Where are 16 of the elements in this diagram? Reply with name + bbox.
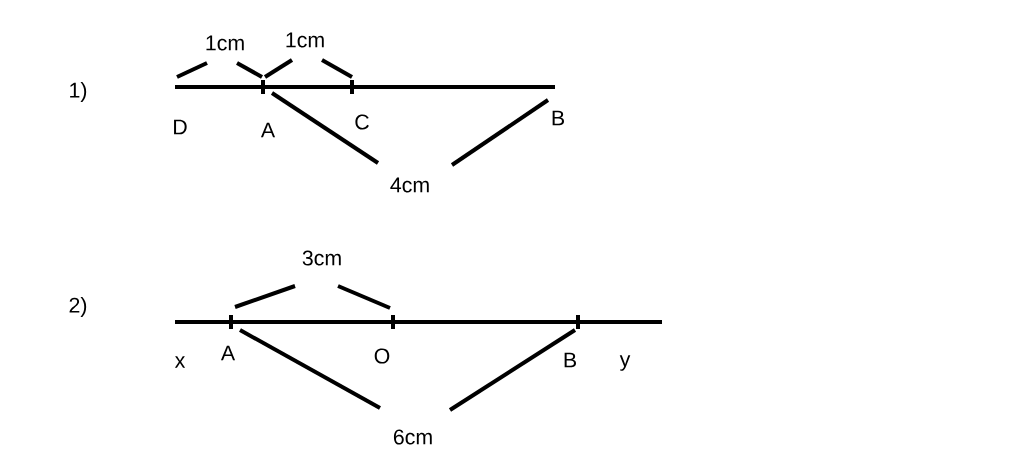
figure-number: 2)	[69, 297, 87, 317]
point-label: O	[374, 348, 390, 364]
point-label: x	[174, 356, 186, 368]
point-label: B	[552, 110, 564, 126]
dimension-label: 1cm	[286, 32, 324, 48]
dimension-label: 6cm	[393, 429, 432, 445]
point-label: B	[564, 352, 576, 368]
figure-number: 1)	[70, 82, 87, 102]
point-label: D	[174, 119, 187, 135]
point-label: A	[220, 345, 236, 361]
point-label: A	[260, 122, 276, 138]
dimension-label: 4cm	[390, 177, 429, 193]
point-label: y	[619, 355, 631, 371]
dimension-label: 1cm	[206, 35, 244, 51]
point-label: C	[355, 114, 369, 130]
dimension-label: 3cm	[302, 250, 341, 266]
